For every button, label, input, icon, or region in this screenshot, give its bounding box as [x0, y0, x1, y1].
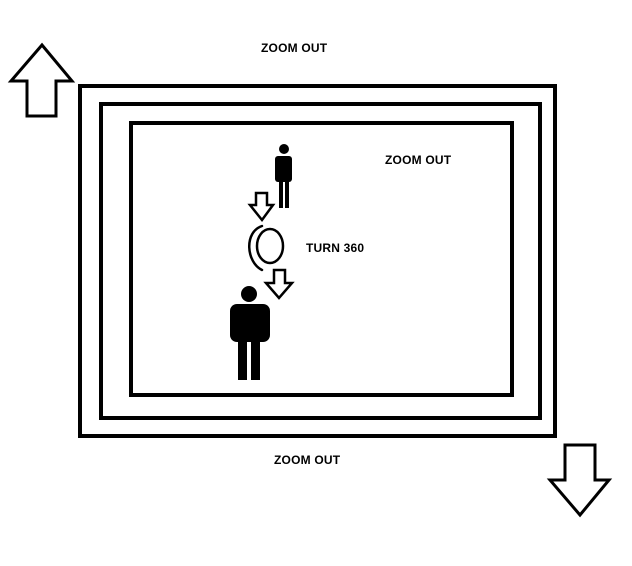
zoom-out-label-top: ZOOM OUT [261, 41, 328, 55]
turn-360-label: TURN 360 [306, 241, 365, 255]
outer-frame [78, 84, 557, 438]
down-arrow-icon [263, 268, 295, 300]
zoom-out-label-inner: ZOOM OUT [385, 153, 452, 167]
person-icon [275, 144, 292, 208]
inner-frame [129, 121, 514, 397]
rotate-360-icon [248, 224, 285, 272]
person-icon [230, 286, 270, 380]
down-arrow-icon [546, 443, 613, 518]
down-arrow-icon [247, 191, 276, 223]
up-arrow-icon [7, 42, 76, 118]
zoom-out-label-bottom: ZOOM OUT [274, 453, 341, 467]
middle-frame [99, 102, 542, 420]
